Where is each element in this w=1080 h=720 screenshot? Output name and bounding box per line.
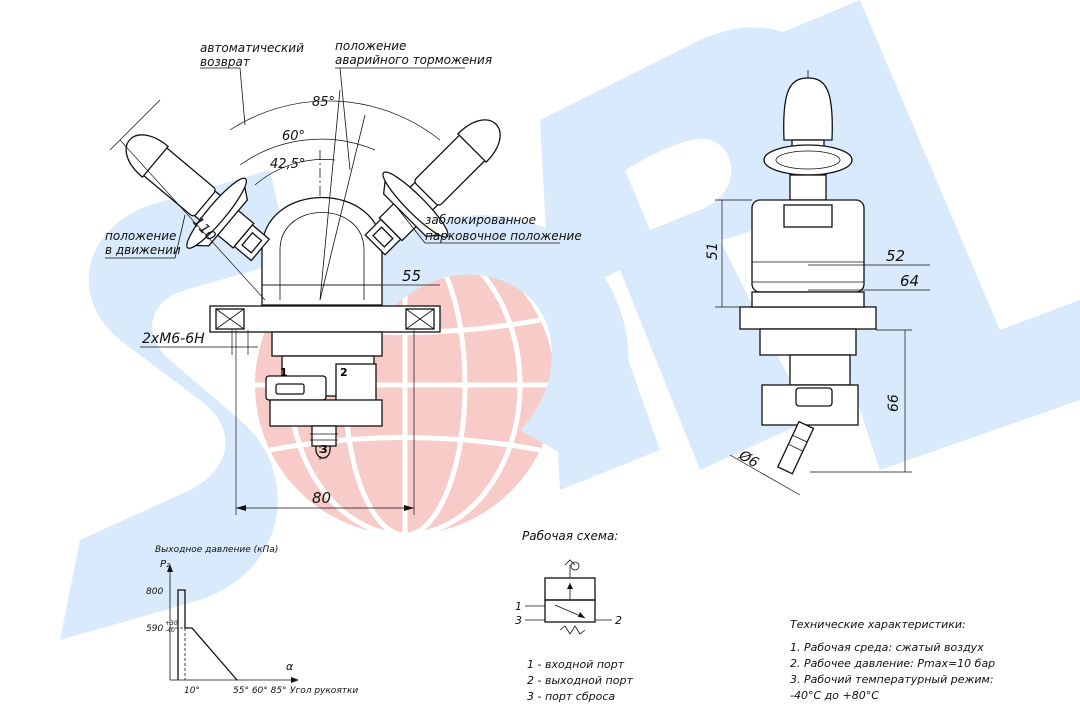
angle-42-label: 42,5°: [270, 157, 305, 172]
graph-y590-tol-up: +30: [165, 620, 178, 627]
thread-label: 2хМ6-6Н: [142, 331, 205, 347]
callout-moving-1: положение: [105, 229, 176, 243]
angle-85-label: 85°: [312, 95, 335, 110]
scheme-port-3: 3: [515, 614, 522, 627]
working-scheme: Рабочая схема: 1 3 2 1 - входной порт 2 …: [515, 529, 633, 703]
port-3-label: 3: [320, 443, 328, 456]
side-view: 51 52 64 66 Ø6: [705, 70, 930, 496]
callout-parking-1: заблокированное: [425, 213, 536, 227]
callout-parking-2: парковочное положение: [425, 229, 582, 243]
pressure-graph: Выходное давление (кПа) P₂ 800 590 +30 -…: [146, 545, 358, 696]
specs-title: Технические характеристики:: [790, 618, 966, 631]
callout-moving-2: в движении: [105, 243, 181, 257]
scheme-legend-1: 1 - входной порт: [527, 658, 625, 671]
dim-64-label: 64: [900, 272, 919, 290]
scheme-title: Рабочая схема:: [522, 529, 618, 543]
graph-y800: 800: [146, 587, 163, 597]
scheme-port-1: 1: [515, 600, 522, 613]
dim-51-label: 51: [705, 242, 721, 260]
graph-x-ticks: 55° 60° 85°: [233, 686, 287, 696]
graph-x10: 10°: [184, 686, 200, 696]
dim-66-label: 66: [886, 394, 902, 412]
graph-alpha: α: [286, 660, 294, 673]
callout-emergency-1: положение: [335, 39, 406, 53]
graph-xlabel: Угол рукоятки: [290, 686, 358, 696]
port-2-label: 2: [340, 366, 348, 379]
watermark-letter-s: [60, 170, 290, 640]
front-view: автоматический возврат положение аварийн…: [105, 39, 582, 515]
specs-line-4: -40°С до +80°С: [790, 689, 879, 702]
callout-auto-return-1: автоматический: [200, 41, 304, 55]
dim-52-label: 52: [886, 247, 905, 265]
callout-auto-return-2: возврат: [200, 55, 251, 69]
graph-y590: 590: [146, 624, 163, 634]
specs-line-3: 3. Рабочий температурный режим:: [790, 673, 994, 686]
specs-line-1: 1. Рабочая среда: сжатый воздух: [790, 641, 984, 654]
graph-p2: P₂: [160, 559, 170, 570]
scheme-legend-3: 3 - порт сброса: [527, 690, 615, 703]
dim-55-label: 55: [402, 267, 421, 285]
dim-80-label: 80: [312, 489, 331, 507]
port-1-label: 1: [280, 366, 288, 379]
graph-ylabel: Выходное давление (кПа): [155, 545, 278, 555]
watermark-letter-r: [540, 27, 834, 491]
tech-specs: Технические характеристики: 1. Рабочая с…: [790, 618, 995, 702]
callout-emergency-2: аварийного торможения: [335, 53, 492, 67]
scheme-legend-2: 2 - выходной порт: [527, 674, 633, 687]
specs-line-2: 2. Рабочее давление: Pmax=10 бар: [790, 657, 995, 670]
graph-y590-tol-down: -40: [165, 627, 175, 634]
scheme-port-2: 2: [615, 614, 622, 627]
angle-60-label: 60°: [282, 129, 305, 144]
